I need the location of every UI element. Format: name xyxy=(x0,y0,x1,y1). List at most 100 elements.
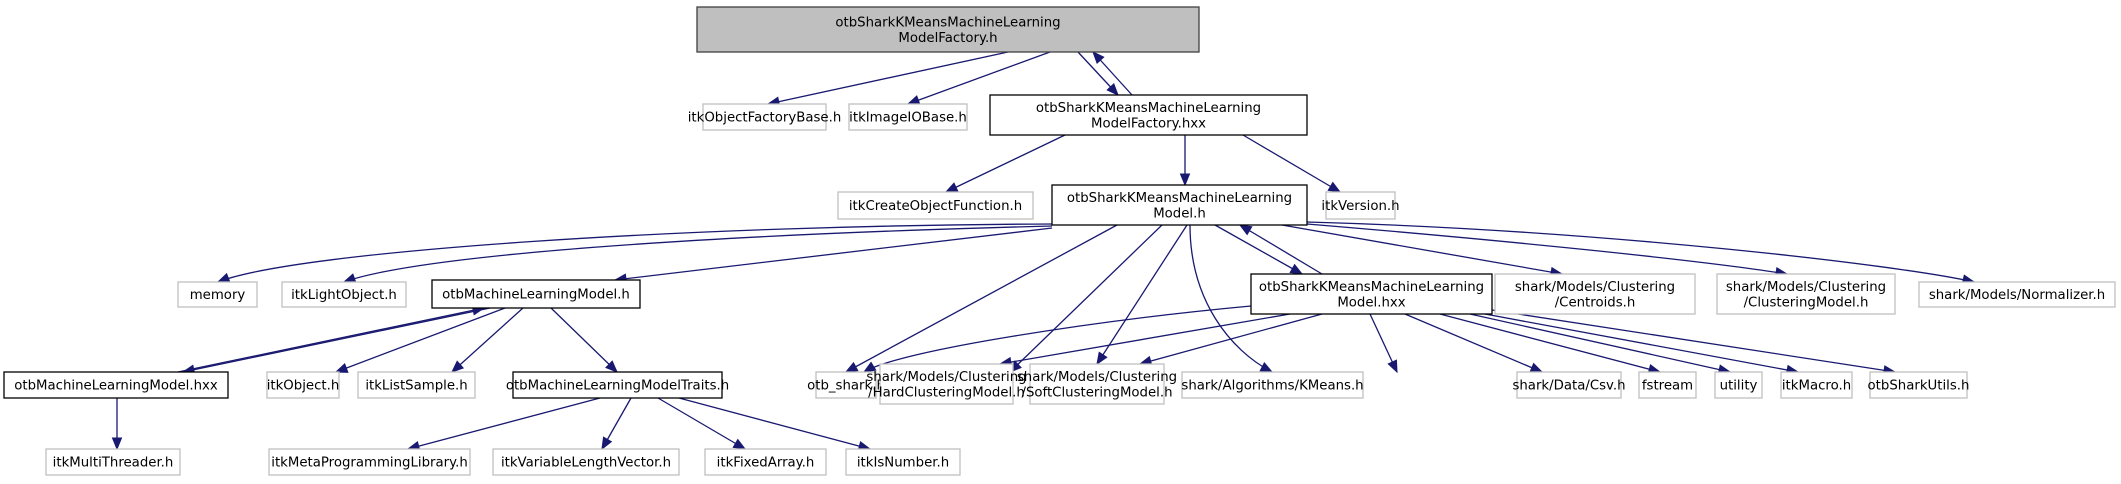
edge-modelH-to-centroids xyxy=(1281,224,1564,278)
node-box xyxy=(1716,273,1896,315)
node-factoryHxx[interactable]: otbSharkKMeansMachineLearningModelFactor… xyxy=(989,94,1308,136)
node-label: shark/Models/Clustering xyxy=(1726,280,1886,295)
node-label: otbMachineLearningModel.hxx xyxy=(14,379,218,394)
arrowhead-icon xyxy=(862,361,877,373)
edge-factoryHxx-to-modelH xyxy=(1179,135,1191,187)
node-box xyxy=(357,371,476,399)
node-softClustering: shark/Models/Clustering/SoftClusteringMo… xyxy=(1017,363,1177,405)
edge-mlModelTraits-to-itkMetaProgramming xyxy=(406,397,601,452)
edge-line xyxy=(182,307,491,373)
node-box[interactable] xyxy=(3,371,229,399)
arrowhead-icon xyxy=(1259,362,1274,373)
node-box[interactable] xyxy=(512,371,723,399)
node-utility: utility xyxy=(1714,371,1763,399)
node-itkIsNumber: itkIsNumber.h xyxy=(845,448,961,476)
node-label: memory xyxy=(190,288,246,303)
edge-line xyxy=(1306,221,1975,283)
node-itkFixedArray: itkFixedArray.h xyxy=(704,448,827,476)
node-box xyxy=(702,103,827,131)
node-label: Model.h xyxy=(1153,206,1206,221)
edge-line xyxy=(335,307,506,373)
node-mlModelTraits[interactable]: otbMachineLearningModelTraits.h xyxy=(506,371,729,399)
node-box[interactable] xyxy=(989,94,1308,136)
edge-line xyxy=(657,397,746,450)
node-box[interactable] xyxy=(431,279,641,309)
node-mlModelH[interactable]: otbMachineLearningModel.h xyxy=(431,279,641,309)
arrowhead-icon xyxy=(844,361,859,373)
node-itkImageIOBase: itkImageIOBase.h xyxy=(848,103,968,131)
node-box[interactable] xyxy=(1250,273,1493,315)
node-label: shark/Models/Clustering xyxy=(866,370,1026,385)
node-itkObjectFactoryBase: itkObjectFactoryBase.h xyxy=(688,103,841,131)
edge-line xyxy=(1306,223,1788,275)
node-itkVariableLengthVector: itkVariableLengthVector.h xyxy=(492,448,680,476)
edge-modelH-to-clusteringModel xyxy=(1306,223,1789,278)
edge-modelHxx-to-otbShark xyxy=(862,305,1252,373)
node-box xyxy=(1516,371,1622,399)
node-label: otbSharkUtils.h xyxy=(1868,379,1970,394)
node-box xyxy=(1780,371,1853,399)
edge-modelHxx-to-modelH xyxy=(1238,224,1323,275)
node-label: itkMetaProgrammingLibrary.h xyxy=(271,456,468,471)
node-box xyxy=(45,448,181,476)
node-label: /Centroids.h xyxy=(1555,295,1636,310)
arrowhead-icon xyxy=(1327,181,1342,193)
node-mlModelHxx[interactable]: otbMachineLearningModel.hxx xyxy=(3,371,229,399)
node-box xyxy=(492,448,680,476)
arrowhead-icon xyxy=(451,360,465,373)
arrowhead-icon xyxy=(906,95,921,105)
edge-modelHxx-to-itkMacro xyxy=(1484,313,1800,376)
edge-line xyxy=(177,307,485,373)
node-box xyxy=(1494,273,1696,315)
edge-mlModelH-to-itkObject xyxy=(334,307,506,373)
edge-line xyxy=(614,227,1053,281)
node-box xyxy=(704,448,827,476)
node-box[interactable] xyxy=(1051,184,1308,226)
node-label: itkCreateObjectFunction.h xyxy=(849,199,1022,214)
node-box xyxy=(268,448,471,476)
node-box xyxy=(1918,281,2116,308)
node-box[interactable] xyxy=(696,6,1200,53)
node-label: itkVersion.h xyxy=(1321,199,1399,214)
edge-line xyxy=(1484,313,1799,373)
arrowhead-icon xyxy=(1096,351,1108,366)
edge-line xyxy=(451,307,524,373)
arrowhead-icon xyxy=(334,363,349,373)
edge-modelH-to-mlModelH xyxy=(613,227,1053,284)
edge-modelHxx-to-otbSharkUtils xyxy=(1491,309,1897,376)
edge-line xyxy=(1214,224,1303,275)
edge-line xyxy=(407,397,601,450)
node-label: otb_shark.h xyxy=(807,379,885,394)
node-label: itkMacro.h xyxy=(1782,379,1851,394)
node-label: itkListSample.h xyxy=(365,379,467,394)
edge-modelHxx-to-utility xyxy=(1469,313,1732,375)
edge-line xyxy=(1096,224,1188,365)
edge-line xyxy=(767,51,1009,105)
node-label: /SoftClusteringModel.h xyxy=(1021,385,1172,400)
node-box xyxy=(1638,371,1697,399)
node-label: shark/Models/Clustering xyxy=(1515,280,1675,295)
node-itkVersion: itkVersion.h xyxy=(1321,191,1400,220)
edge-line xyxy=(550,307,618,373)
edge-line xyxy=(999,313,1291,365)
node-box xyxy=(837,191,1034,220)
edge-mlModelH-to-mlModelTraits xyxy=(550,307,618,373)
edge-root-to-itkObjectFactoryBase xyxy=(766,51,1009,107)
node-kmeans: shark/Algorithms/KMeans.h xyxy=(1181,371,1364,399)
arrowhead-icon xyxy=(1238,224,1253,236)
node-label: shark/Models/Clustering xyxy=(1017,370,1177,385)
edge-line xyxy=(1469,313,1731,373)
node-label: otbMachineLearningModel.h xyxy=(442,288,630,303)
node-label: otbSharkKMeansMachineLearning xyxy=(1259,280,1484,295)
node-box xyxy=(879,363,1014,405)
node-label: shark/Models/Normalizer.h xyxy=(1929,288,2105,303)
arrowhead-icon xyxy=(1179,173,1191,187)
node-label: itkFixedArray.h xyxy=(717,456,815,471)
arrowhead-icon xyxy=(605,360,618,373)
node-root[interactable]: otbSharkKMeansMachineLearningModelFactor… xyxy=(696,6,1200,53)
edge-line xyxy=(1239,224,1323,275)
node-label: otbSharkKMeansMachineLearning xyxy=(835,15,1060,30)
